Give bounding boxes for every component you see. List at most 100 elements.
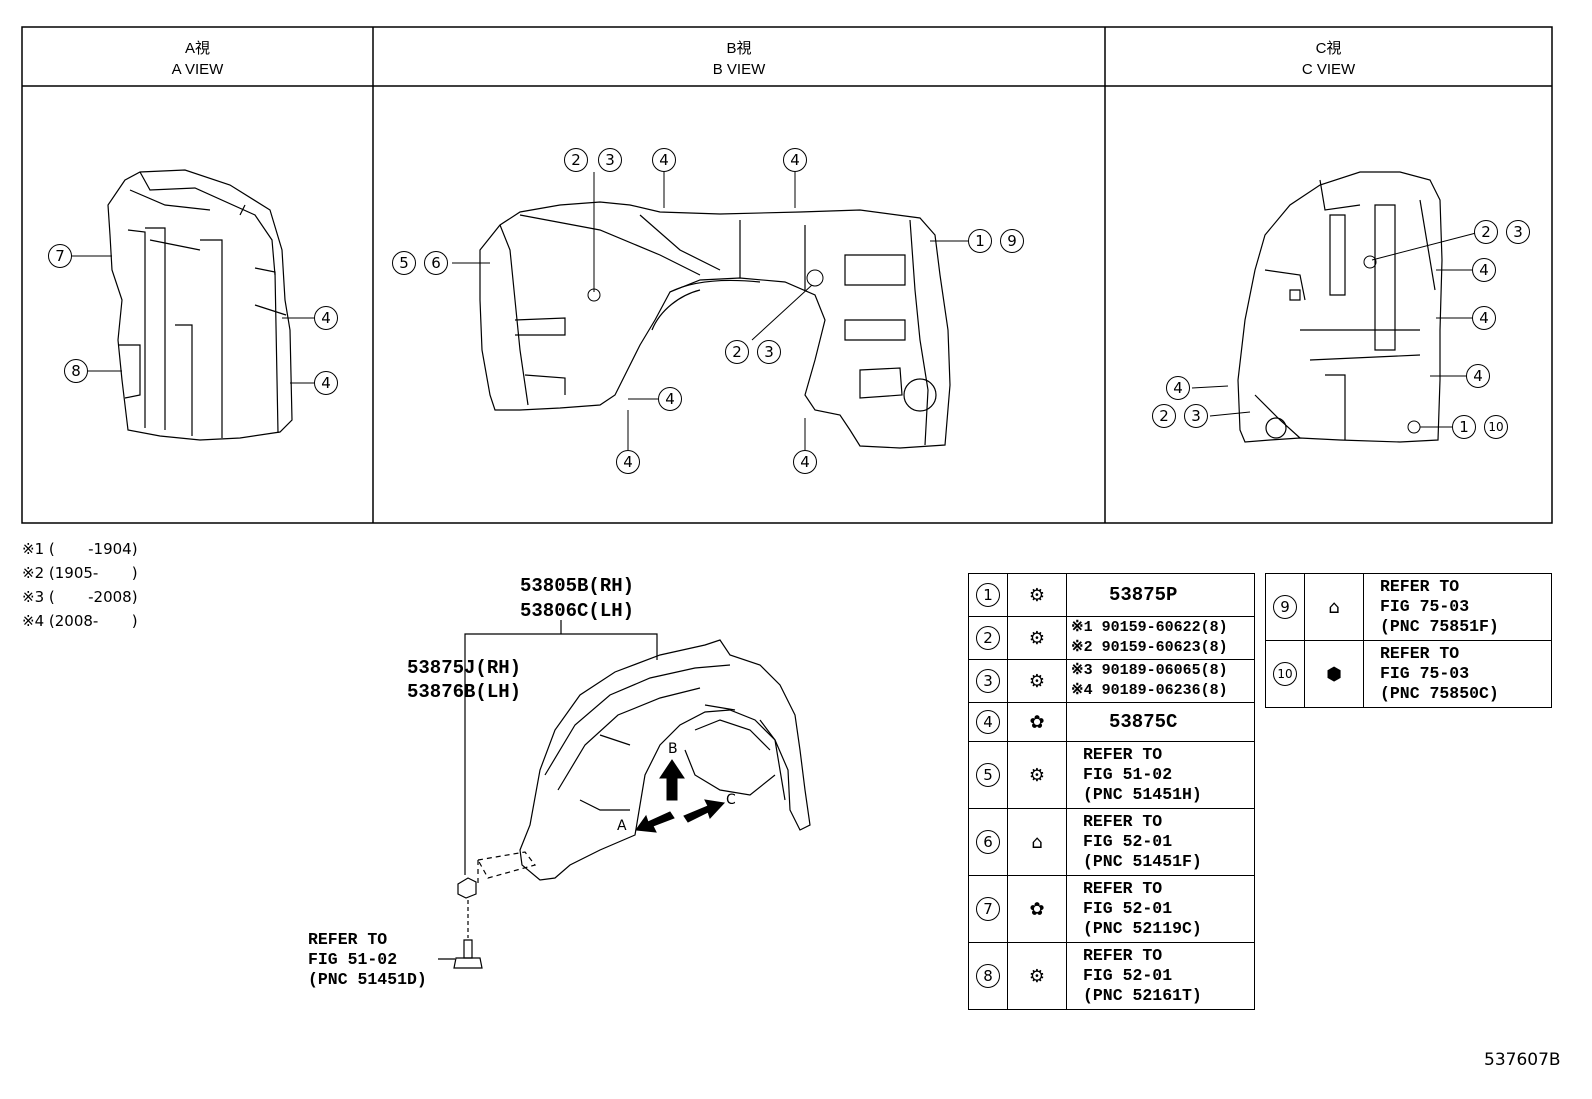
legend-text-8b: FIG 52-01 xyxy=(1083,966,1173,985)
callout-a-8: 8 xyxy=(64,359,88,383)
main-liner-drawing xyxy=(438,620,811,969)
callout-b-2-top: 2 xyxy=(564,148,588,172)
legend-row-4: 4 ✿ 53875C xyxy=(968,702,1255,742)
legend-row-1: 1 ⚙ 53875P xyxy=(968,573,1255,617)
legend-text-3b: ※4 90189-06236(8) xyxy=(1071,682,1228,699)
bolt-ref-line-1: REFER TO xyxy=(308,930,388,949)
b-view-title-jp: B視 xyxy=(726,40,752,57)
callout-c-2-bottom: 2 xyxy=(1152,404,1176,428)
callout-c-3-bottom: 3 xyxy=(1184,404,1208,428)
c-view-leaders xyxy=(1191,232,1477,434)
callout-c-4-c: 4 xyxy=(1466,364,1490,388)
legend-index-1: 1 xyxy=(976,583,1000,607)
clip-icon: ✿ xyxy=(1029,711,1045,733)
legend-text-1: 53875P xyxy=(1109,584,1178,606)
b-view-title-en: B VIEW xyxy=(712,61,766,78)
arrow-a-label: A xyxy=(617,818,627,834)
callout-b-4-mid: 4 xyxy=(658,387,682,411)
part-number-53876b: 53876B(LH) xyxy=(407,681,522,703)
callout-b-3-mid: 3 xyxy=(757,340,781,364)
note-1: ※1 ( -1904) xyxy=(22,540,138,558)
callout-b-2-mid: 2 xyxy=(725,340,749,364)
legend-text-8c: (PNC 52161T) xyxy=(1083,986,1202,1005)
legend-index-3: 3 xyxy=(976,669,1000,693)
a-view-liner-drawing xyxy=(107,169,293,441)
legend-text-10c: (PNC 75850C) xyxy=(1380,684,1499,703)
callout-b-3-top: 3 xyxy=(598,148,622,172)
grommet-icon: ⬢ xyxy=(1326,663,1342,685)
legend-index-5: 5 xyxy=(976,763,1000,787)
nut-clip-icon: ⌂ xyxy=(1031,831,1043,853)
legend-index-4: 4 xyxy=(976,710,1000,734)
legend-text-5b: FIG 51-02 xyxy=(1083,765,1173,784)
figure-id: 537607B xyxy=(1484,1050,1561,1070)
legend-row-3: 3 ⚙ ※3 90189-06065(8) ※4 90189-06236(8) xyxy=(968,659,1255,703)
part-number-53875j: 53875J(RH) xyxy=(407,657,522,679)
callout-b-1: 1 xyxy=(968,229,992,253)
callout-c-4-a: 4 xyxy=(1472,258,1496,282)
nut-clip-icon: ⌂ xyxy=(1328,596,1340,618)
callout-c-4-b: 4 xyxy=(1472,306,1496,330)
legend-index-6: 6 xyxy=(976,830,1000,854)
legend-index-10: 10 xyxy=(1273,662,1297,686)
arrow-c-label: C xyxy=(726,792,736,808)
callout-a-4-lower: 4 xyxy=(314,371,338,395)
callout-c-4-left: 4 xyxy=(1166,376,1190,400)
callout-a-7: 7 xyxy=(48,244,72,268)
b-view-liner-drawing xyxy=(479,201,951,449)
legend-text-6a: REFER TO xyxy=(1083,812,1163,831)
note-3: ※3 ( -2008) xyxy=(22,588,138,606)
legend-text-8a: REFER TO xyxy=(1083,946,1163,965)
callout-b-9: 9 xyxy=(1000,229,1024,253)
part-number-53806c: 53806C(LH) xyxy=(520,600,635,622)
legend-text-10b: FIG 75-03 xyxy=(1380,664,1470,683)
a-view-title-jp: A視 xyxy=(184,40,210,57)
bolt-icon: ⚙ xyxy=(1028,584,1046,606)
callout-c-1: 1 xyxy=(1452,415,1476,439)
legend-index-2: 2 xyxy=(976,626,1000,650)
callout-b-4-top-right: 4 xyxy=(783,148,807,172)
b-view-leaders xyxy=(452,172,968,450)
legend-text-10a: REFER TO xyxy=(1380,644,1460,663)
legend-text-7a: REFER TO xyxy=(1083,879,1163,898)
legend-row-2: 2 ⚙ ※1 90159-60622(8) ※2 90159-60623(8) xyxy=(968,616,1255,660)
c-view-title-jp: C視 xyxy=(1315,40,1342,57)
a-view-leaders xyxy=(72,255,314,384)
a-view-title-en: A VIEW xyxy=(171,61,224,78)
callout-a-4-upper: 4 xyxy=(314,306,338,330)
legend-text-6c: (PNC 51451F) xyxy=(1083,852,1202,871)
legend-text-2a: ※1 90159-60622(8) xyxy=(1071,619,1228,636)
callout-b-6: 6 xyxy=(424,251,448,275)
bolt-icon: ⚙ xyxy=(1028,627,1046,649)
bolt-icon: ⚙ xyxy=(1028,764,1046,786)
legend-text-5a: REFER TO xyxy=(1083,745,1163,764)
bolt-ref-line-3: (PNC 51451D) xyxy=(308,970,427,989)
c-view-liner-drawing xyxy=(1237,171,1443,443)
callout-b-4-bottom-left: 4 xyxy=(616,450,640,474)
legend-text-3a: ※3 90189-06065(8) xyxy=(1071,662,1228,679)
callout-b-5: 5 xyxy=(392,251,416,275)
legend-text-2b: ※2 90159-60623(8) xyxy=(1071,639,1228,656)
callout-c-10: 10 xyxy=(1484,415,1508,439)
legend-text-9c: (PNC 75851F) xyxy=(1380,617,1499,636)
legend-text-9b: FIG 75-03 xyxy=(1380,597,1470,616)
legend-text-5c: (PNC 51451H) xyxy=(1083,785,1202,804)
note-2: ※2 (1905- ) xyxy=(22,564,138,582)
legend-index-9: 9 xyxy=(1273,595,1297,619)
bolt-ref-line-2: FIG 51-02 xyxy=(308,950,398,969)
fastener-legend-table: 1 ⚙ 53875P 2 ⚙ ※1 90159-60622(8) ※2 90159… xyxy=(968,573,1255,1010)
view-frame xyxy=(21,26,1553,524)
arrow-b-label: B xyxy=(668,741,678,757)
screw-icon: ⚙ xyxy=(1028,670,1046,692)
callout-c-2-top: 2 xyxy=(1474,220,1498,244)
c-view-title-en: C VIEW xyxy=(1301,61,1356,78)
note-4: ※4 (2008- ) xyxy=(22,612,138,630)
legend-text-4: 53875C xyxy=(1109,711,1178,733)
